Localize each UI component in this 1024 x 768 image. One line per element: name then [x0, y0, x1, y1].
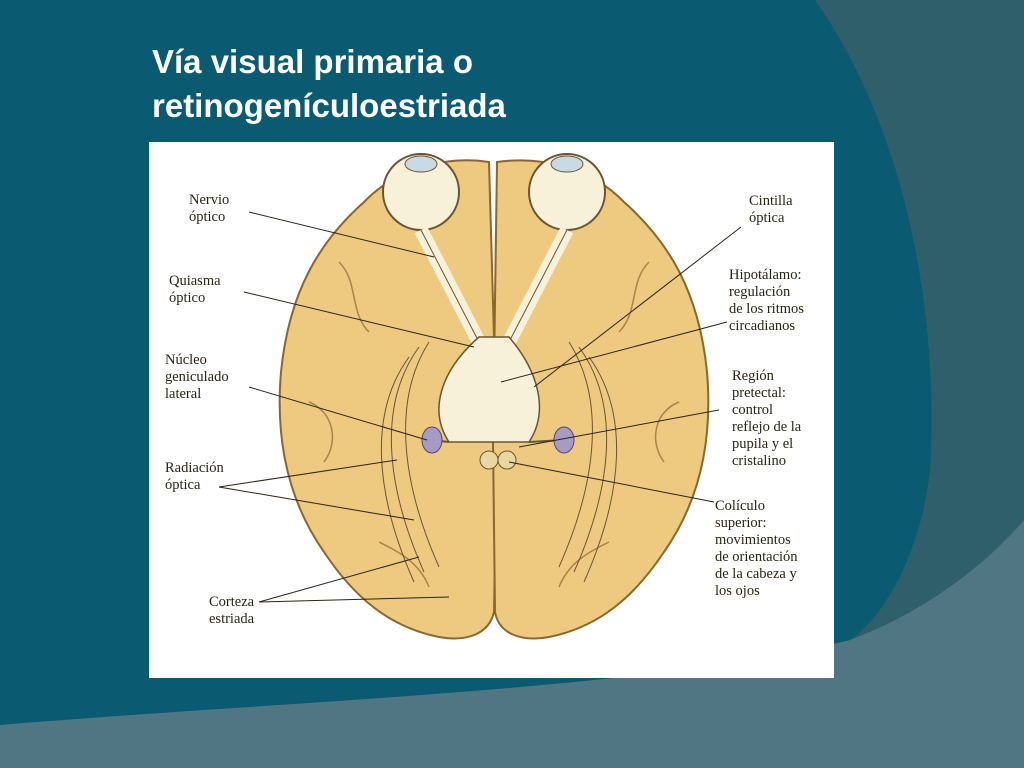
- lgn-right: [553, 426, 575, 454]
- label-region-pretectal: Región pretectal: control reflejo de la …: [732, 368, 805, 469]
- label-nervio-optico: Nervio óptico: [189, 192, 233, 225]
- label-nucleo-geniculado: Núcleo geniculado lateral: [165, 352, 232, 402]
- label-coliculo-superior: Colículo superior: movimientos de orient…: [715, 498, 801, 599]
- label-corteza-estriada: Corteza estriada: [209, 594, 258, 627]
- label-radiacion-optica: Radiación óptica: [165, 460, 227, 493]
- label-cintilla-optica: Cintilla óptica: [749, 193, 796, 226]
- diagram-panel: Nervio óptico Quiasma óptico Núcleo geni…: [149, 142, 834, 678]
- label-hipotalamo: Hipotálamo: regulación de los ritmos cir…: [729, 267, 808, 334]
- eye-icon: [382, 153, 460, 231]
- right-wave-shape: [815, 0, 1024, 640]
- bottom-wave-shape: [0, 520, 1024, 768]
- eye-icon: [528, 153, 606, 231]
- optic-pathway: [414, 226, 575, 470]
- leader-lines: [218, 211, 742, 603]
- label-quiasma-optico: Quiasma óptico: [169, 273, 224, 306]
- title-line-1: Vía visual primaria o: [152, 43, 473, 80]
- lgn-left: [421, 426, 443, 454]
- visual-pathway-diagram: Nervio óptico Quiasma óptico Núcleo geni…: [149, 142, 834, 678]
- optic-radiation-fibers: [381, 341, 617, 583]
- brain-gyri: [308, 261, 680, 588]
- slide-title: Vía visual primaria o retinogenículoestr…: [152, 40, 506, 128]
- title-line-2: retinogenículoestriada: [152, 87, 506, 124]
